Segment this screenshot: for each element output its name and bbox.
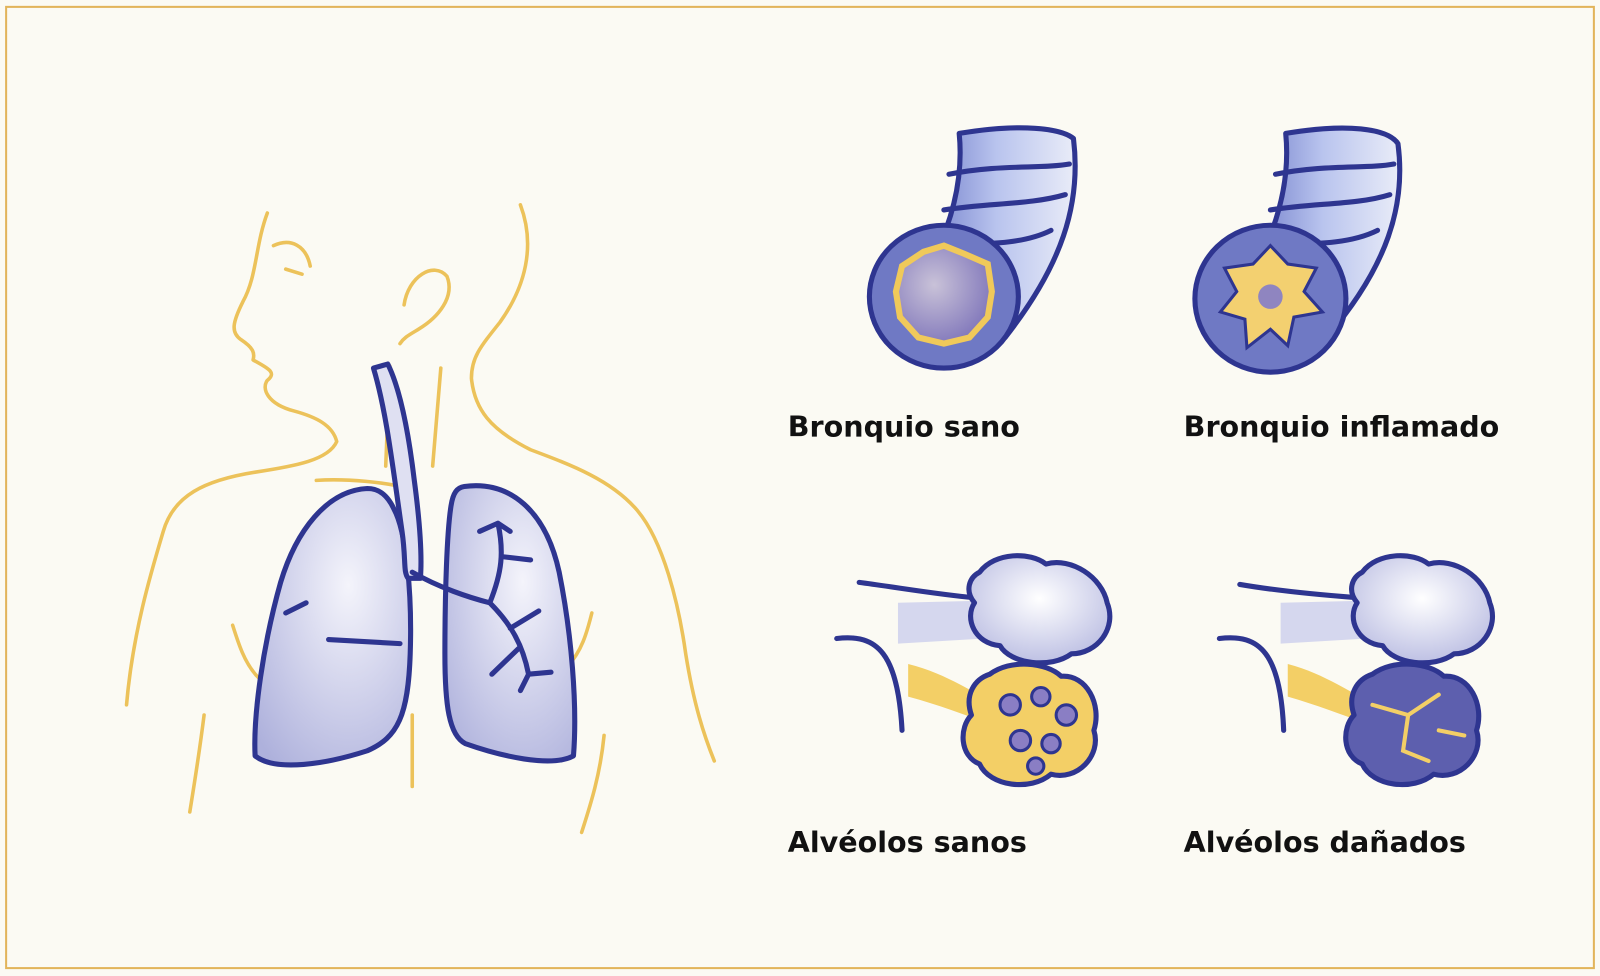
lungs xyxy=(252,361,578,768)
bronchial-tree xyxy=(409,520,554,694)
label-healthy-alveoli: Alvéolos sanos xyxy=(788,825,1027,859)
damaged-alveoli-illustration xyxy=(1216,553,1495,788)
label-damaged-alveoli: Alvéolos dañados xyxy=(1184,825,1466,859)
inflamed-bronchus-illustration xyxy=(1192,125,1403,375)
label-inflamed-bronchus: Bronquio inflamado xyxy=(1184,409,1500,443)
healthy-bronchus-illustration xyxy=(866,125,1078,371)
healthy-lumen xyxy=(892,242,995,347)
healthy-alveoli-illustration xyxy=(834,553,1113,788)
label-healthy-bronchus: Bronquio sano xyxy=(788,409,1020,443)
